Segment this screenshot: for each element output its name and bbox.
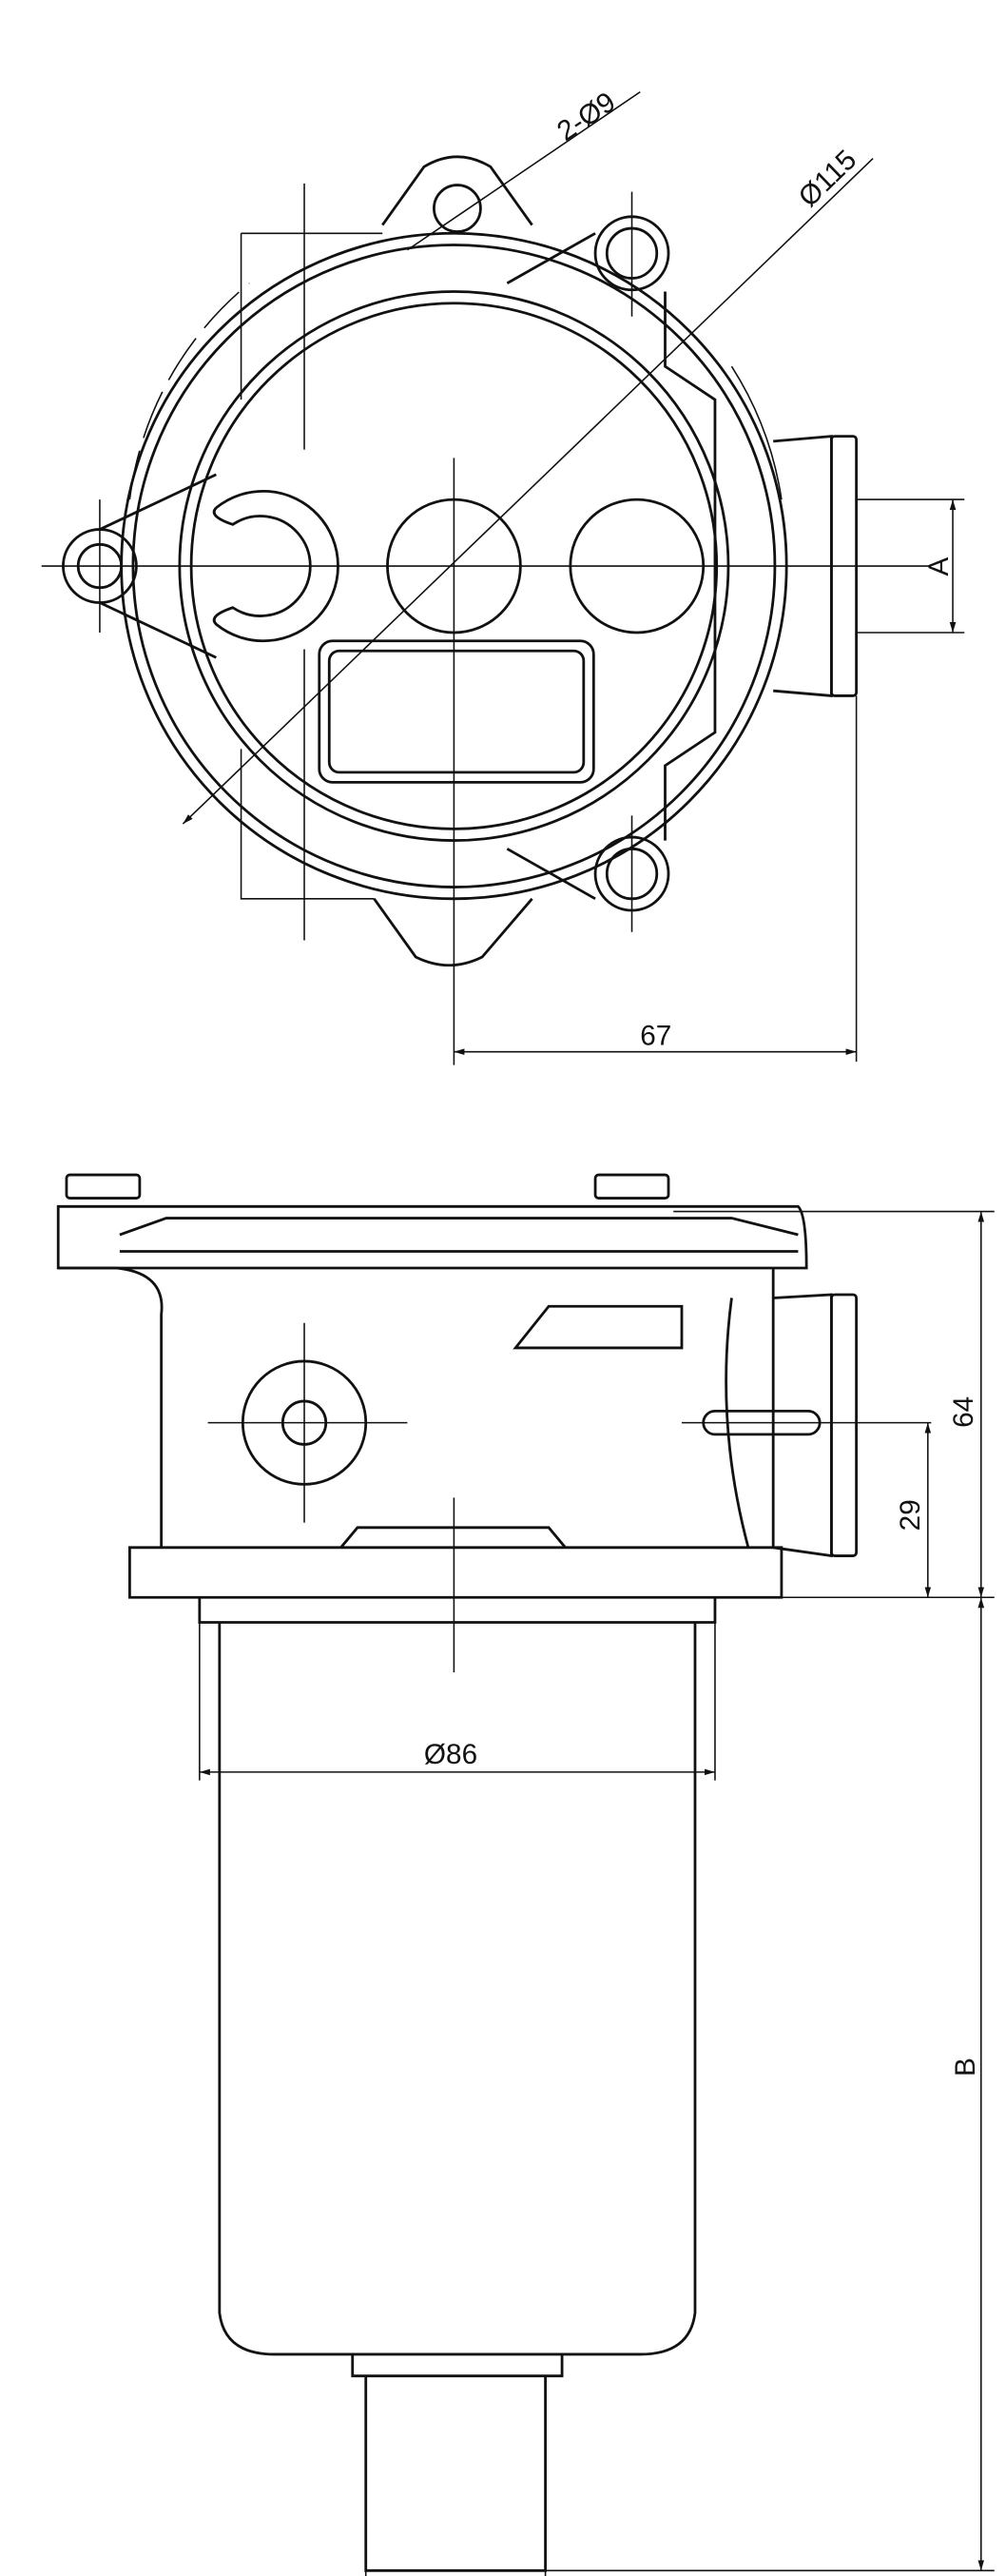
port-dim-label: A [923, 557, 955, 576]
side-outlet-flange [829, 1293, 859, 1557]
port-height-label: 29 [895, 1499, 926, 1531]
top-view: Ø115 2-Ø9 A 67 [41, 87, 965, 1065]
bowl-diameter-label: Ø86 [424, 1739, 477, 1770]
hole-leader [407, 90, 641, 251]
hole-label: 2-Ø9 [551, 87, 621, 147]
bolt-head-left [65, 1173, 142, 1200]
top-flange [56, 1204, 808, 1270]
height-label: 64 [948, 1396, 979, 1428]
base-flange [128, 1546, 784, 1599]
left-ear [99, 473, 217, 659]
gauge-window [318, 639, 595, 784]
filter-bowl [218, 1622, 697, 2356]
outlet-nozzle [351, 2353, 564, 2572]
top-ear [381, 155, 533, 226]
bottom-ear [373, 897, 533, 967]
offset-label: 67 [640, 1021, 671, 1052]
length-label: B [950, 2058, 981, 2077]
bolt-head-right [593, 1173, 670, 1200]
side-view: 64 29 B Ø86 C [56, 1173, 995, 2576]
diameter-dimension [182, 158, 874, 825]
bowl-collar [198, 1597, 717, 1624]
inlet-port [212, 489, 339, 643]
